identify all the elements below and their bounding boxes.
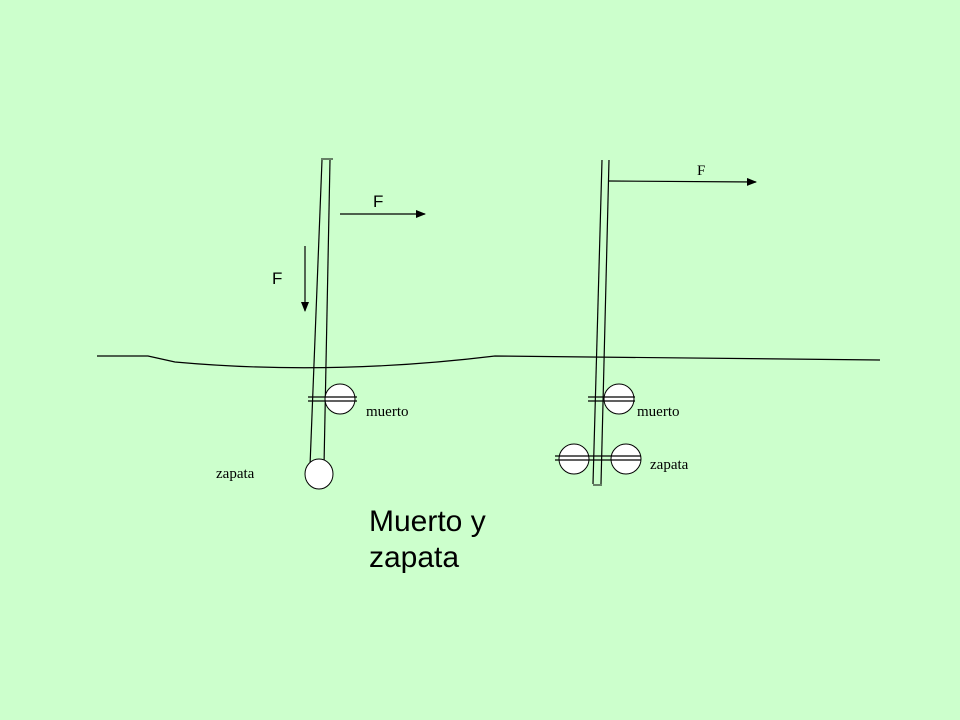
right-zapata-label: zapata [650, 457, 689, 473]
left-force-vertical-label: F [272, 269, 282, 288]
left-muerto-circle [324, 383, 356, 415]
left-zapata-label: zapata [216, 466, 255, 482]
right-pole-line-b [600, 159, 610, 485]
ground-line [97, 355, 881, 369]
left-pole-line-b [323, 159, 331, 467]
title-line-2: zapata [369, 541, 460, 574]
right-setup: F muerto zapata [555, 159, 757, 486]
right-zapata-circle-left [558, 443, 590, 475]
left-setup: F F muerto zapata [216, 158, 426, 490]
left-pole-line-a [309, 159, 323, 467]
left-force-horizontal-label: F [373, 192, 383, 211]
title-line-1: Muerto y [369, 505, 486, 538]
right-force-label: F [697, 163, 705, 179]
right-muerto-circle [603, 383, 635, 415]
left-zapata-circle [304, 458, 334, 490]
right-force-arrow [608, 177, 757, 186]
left-muerto-label: muerto [366, 404, 409, 420]
right-muerto-label: muerto [637, 404, 680, 420]
diagram-title: Muerto y zapata [369, 504, 569, 576]
right-zapata-circle-right [610, 443, 642, 475]
right-pole-line-a [592, 159, 603, 485]
